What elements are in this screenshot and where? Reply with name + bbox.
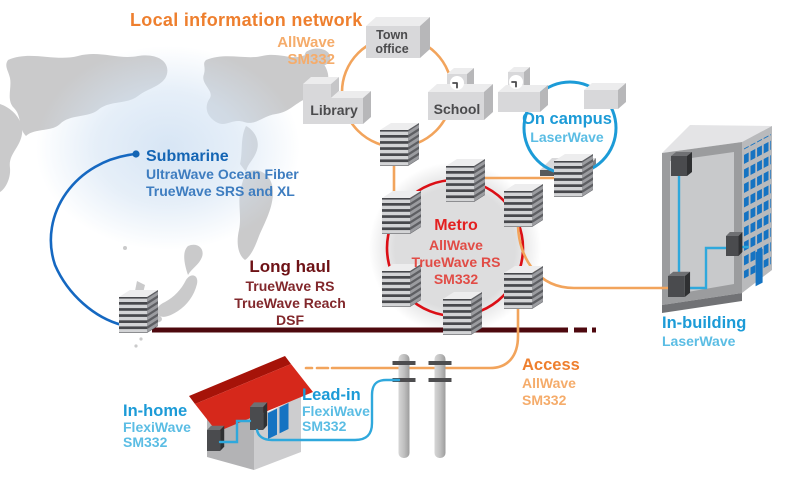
on-campus-product1: LaserWave: [530, 129, 604, 145]
map-honshu: [156, 275, 198, 317]
metro-product3: SM332: [434, 271, 479, 287]
campus-node-icon: [554, 154, 593, 197]
ocean-glow: [36, 46, 300, 250]
access-title: Access: [522, 356, 580, 374]
town-office-building-icon: [366, 17, 430, 58]
campus-clock-icon: [508, 74, 524, 90]
local-network-product1: AllWave: [277, 34, 335, 51]
submarine-label: Submarine UltraWave Ocean Fiber TrueWave…: [146, 148, 299, 199]
building-equipment-bottom-icon: [668, 271, 691, 297]
submarine-title: Submarine: [146, 148, 229, 165]
metro-node-bottomright-icon: [504, 266, 543, 309]
building-windows: [744, 134, 771, 287]
town-office-label-line1: Town: [376, 28, 408, 42]
local-network-product2: SM332: [287, 51, 335, 68]
utility-pole-icon: [428, 354, 452, 458]
metro-node-topleft-icon: [382, 191, 421, 234]
labels: Local information network AllWave SM332 …: [123, 10, 746, 450]
on-campus-label: On campus LaserWave: [522, 110, 612, 145]
building-equipment-mid-icon: [726, 232, 743, 256]
world-map: [0, 46, 331, 348]
metro-product1: AllWave: [429, 237, 483, 253]
local-network-title: Local information network: [130, 10, 363, 30]
lead-in-title: Lead-in: [302, 386, 361, 404]
campus-hall-building-icon: [584, 83, 626, 109]
home-icon: [189, 356, 313, 470]
lead-in-product1: FlexiWave: [302, 403, 370, 419]
long-haul-product1: TrueWave RS: [246, 278, 335, 294]
on-campus-title: On campus: [522, 110, 612, 128]
library-building-icon: [303, 77, 371, 124]
lead-in-cable: [255, 378, 401, 442]
in-building-title: In-building: [662, 314, 746, 332]
lead-in-label: Lead-in FlexiWave SM332: [302, 386, 370, 434]
town-office-label-line2: office: [375, 42, 408, 56]
metro-title: Metro: [434, 217, 478, 234]
local-network-label: Local information network AllWave SM332: [130, 10, 363, 68]
metro-node-bottomleft-icon: [382, 264, 421, 307]
access-label: Access AllWave SM332: [522, 356, 580, 408]
submarine-cable-line: [49, 152, 138, 327]
metro-node-bottom-icon: [443, 292, 482, 335]
library-label: Library: [310, 102, 358, 118]
utility-pole-icon: [392, 354, 416, 458]
long-haul-label: Long haul TrueWave RS TrueWave Reach DSF: [234, 257, 346, 328]
metro-label: Metro AllWave TrueWave RS SM332: [412, 217, 501, 287]
long-haul-product2: TrueWave Reach: [234, 295, 346, 311]
in-building-product1: LaserWave: [662, 333, 736, 349]
in-home-label: In-home FlexiWave SM332: [123, 402, 191, 450]
local-node-icon: [380, 123, 419, 166]
submarine-product1: UltraWave Ocean Fiber: [146, 166, 299, 182]
access-product2: SM332: [522, 392, 567, 408]
roof-back-slope: [189, 356, 291, 404]
access-product1: AllWave: [522, 375, 576, 391]
campus-clock-building-icon: [498, 67, 548, 112]
home-terminal-icon: [207, 425, 225, 451]
submarine-product2: TrueWave SRS and XL: [146, 183, 295, 199]
submarine-cable-endpoint: [132, 150, 140, 158]
metro-product2: TrueWave RS: [412, 254, 501, 270]
in-home-product1: FlexiWave: [123, 419, 191, 435]
map-asia-coast: [0, 104, 23, 192]
home-window-icon: [268, 403, 289, 439]
home-ont-icon: [250, 402, 268, 430]
metro-node-right-icon: [504, 184, 543, 227]
lead-in-product2: SM332: [302, 418, 347, 434]
in-home-product2: SM332: [123, 434, 168, 450]
metro-node-top-icon: [446, 159, 485, 202]
access-link: [304, 306, 520, 370]
map-hokkaido: [184, 244, 203, 275]
school-label: School: [434, 101, 481, 117]
roof-front-slope: [195, 364, 313, 432]
in-home-cable: [218, 419, 252, 444]
building-equipment-top-icon: [671, 152, 692, 176]
school-building-icon: [428, 68, 493, 120]
office-building-icon: [660, 125, 772, 313]
landing-station-node-icon: [119, 290, 158, 333]
building-door-icon: [755, 248, 763, 287]
long-haul-title: Long haul: [249, 257, 330, 276]
map-greenland: [304, 48, 331, 67]
in-building-label: In-building LaserWave: [662, 314, 746, 349]
in-home-title: In-home: [123, 402, 187, 420]
long-haul-product3: DSF: [276, 312, 304, 328]
school-clock-icon: [449, 75, 465, 91]
